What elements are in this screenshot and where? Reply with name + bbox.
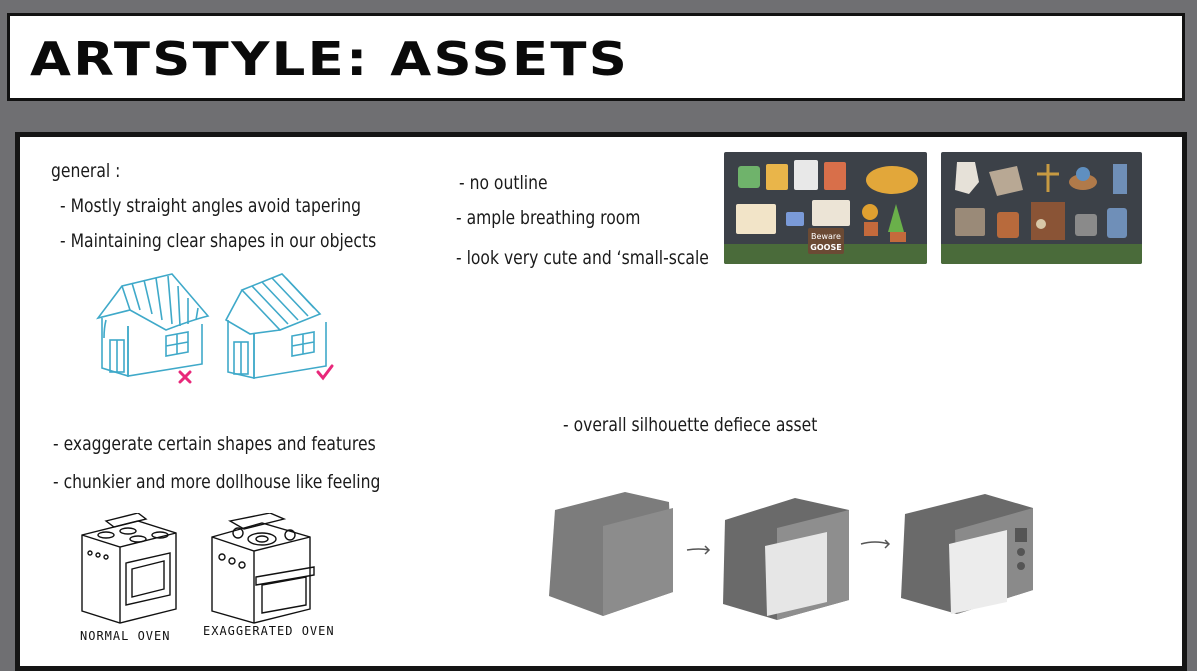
note-no-outline: - no outline	[459, 172, 548, 194]
exaggerated-oven-caption: EXAGGERATED OVEN	[203, 624, 335, 638]
sign-line-1: Beware	[811, 232, 841, 241]
normal-oven-caption: NORMAL OVEN	[80, 629, 171, 643]
wrong-mark-icon	[178, 370, 192, 384]
note-exaggerate: - exaggerate certain shapes and features	[53, 433, 376, 455]
tv-silhouette-detailed	[901, 494, 1033, 614]
tv-silhouette-shaded	[723, 498, 849, 620]
tv-silhouette-progression	[549, 492, 1033, 620]
note-silhouette: - overall silhouette defiece asset	[563, 414, 818, 436]
arrow-icon	[686, 545, 711, 555]
page-title: ARTSTYLE: ASSETS	[30, 32, 630, 86]
house-sketch-wrong	[96, 273, 210, 378]
tv-silhouette-flat	[549, 492, 673, 616]
game-screenshot-2	[941, 152, 1142, 264]
note-small-scale: - look very cute and ‘small-scale	[456, 247, 709, 269]
oven-sketches	[81, 513, 315, 624]
note-breathing-room: - ample breathing room	[456, 207, 641, 229]
exaggerated-oven-sketch	[211, 513, 315, 624]
arrow-icon	[860, 539, 891, 549]
title-bar: ARTSTYLE: ASSETS	[7, 13, 1185, 101]
right-mark-icon	[316, 364, 334, 381]
house-sketches	[96, 273, 334, 384]
general-bullet-1: - Mostly straight angles avoid tapering	[60, 195, 362, 217]
normal-oven-sketch	[81, 513, 177, 624]
general-bullet-2: - Maintaining clear shapes in our object…	[60, 230, 377, 252]
house-sketch-right	[224, 273, 327, 380]
note-chunkier: - chunkier and more dollhouse like feeli…	[53, 471, 381, 493]
general-heading: general :	[51, 160, 121, 182]
sign-line-2: GOOSE	[810, 243, 841, 252]
game-screenshot-1: Beware GOOSE	[724, 152, 927, 264]
